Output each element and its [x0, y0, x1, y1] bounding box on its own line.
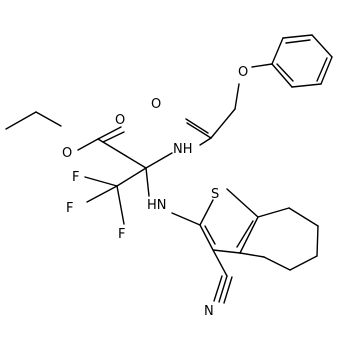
bond [212, 249, 228, 277]
bond [204, 225, 216, 245]
bond [234, 83, 240, 110]
bond [223, 276, 233, 304]
bond [282, 34, 313, 39]
bond [218, 275, 228, 303]
bond [276, 63, 294, 82]
bond [251, 63, 273, 68]
bond [199, 199, 214, 226]
bond [199, 224, 214, 251]
bond [145, 152, 173, 169]
atom-n-amine: HN [147, 198, 167, 213]
bond [311, 34, 333, 58]
bond [285, 39, 311, 44]
bond [291, 83, 322, 88]
bond [236, 220, 254, 248]
atom-o-ether: O [238, 65, 248, 80]
bond [84, 176, 118, 187]
bond [185, 118, 209, 134]
bond [288, 207, 319, 227]
bond [77, 138, 99, 151]
bond [316, 225, 319, 257]
atom-n-amide: NH [173, 142, 193, 157]
bond [210, 108, 236, 139]
bond [226, 188, 259, 218]
bond [116, 167, 147, 187]
atom-s-ring: S [211, 187, 219, 202]
bond [97, 138, 147, 169]
bond [289, 255, 318, 271]
bond [212, 249, 241, 254]
bond [86, 185, 118, 203]
bond [213, 275, 223, 302]
bond [145, 167, 150, 197]
bond [239, 252, 265, 258]
atom-f3: F [118, 227, 125, 242]
atom-f2: F [66, 201, 73, 216]
atom-n-nitrile: N [204, 304, 214, 319]
bond [316, 57, 328, 82]
bond [186, 122, 212, 139]
bond [199, 137, 212, 146]
bond [263, 256, 291, 271]
bond [271, 37, 284, 65]
bond [171, 212, 201, 226]
bond [116, 185, 125, 225]
bond [271, 63, 293, 88]
bond [5, 111, 37, 130]
bond [35, 111, 62, 127]
atom-o-amide: O [151, 97, 161, 112]
bond [239, 216, 259, 254]
bond [97, 126, 122, 140]
bond [257, 207, 290, 218]
atom-o-ester: O [62, 146, 72, 161]
bond [102, 131, 125, 143]
atom-o-ester-carbonyl: O [115, 113, 125, 128]
atom-f1: F [72, 170, 79, 185]
bond [320, 56, 333, 85]
